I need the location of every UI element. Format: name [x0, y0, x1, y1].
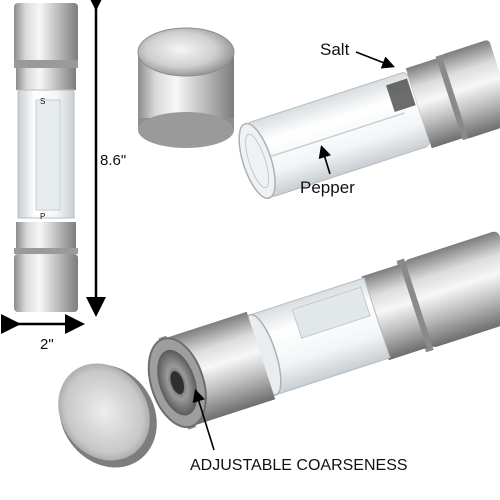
salt-arrow: [355, 51, 395, 69]
open-mill-mouth: [238, 122, 276, 199]
mill-bottom-cap: [14, 254, 78, 312]
mill-top-cap: [14, 3, 78, 63]
cap-top: [137, 27, 235, 77]
open-mill-window: [386, 78, 416, 112]
cap-bottom: [138, 112, 234, 148]
height-dimension: 8.6": [86, 0, 126, 317]
salt-callout: Salt: [320, 40, 395, 69]
open-mill: [238, 40, 500, 199]
cap: [137, 27, 235, 148]
mill-bottom-ring: [14, 248, 78, 254]
large-open-mill: [147, 231, 500, 430]
mill-top-ring: [14, 60, 78, 68]
pepper-mark: P: [40, 212, 45, 221]
open-mill-ring: [435, 54, 469, 141]
width-label: 2": [40, 336, 54, 353]
large-mill-collar: [361, 264, 427, 361]
large-mill-end-cap: [404, 231, 500, 347]
standing-mill: S P: [14, 3, 78, 312]
adjustable-coarseness-label: ADJUSTABLE COARSENESS: [190, 457, 408, 474]
open-mill-collar: [405, 57, 467, 149]
coarseness-arrow: [192, 388, 215, 451]
large-mill-divider: [291, 286, 371, 339]
salt-mark: S: [40, 97, 45, 106]
open-mill-mouth-inner: [245, 133, 270, 189]
pepper-arrow: [318, 144, 331, 175]
disc-lid-face: [58, 363, 150, 461]
open-mill-divider: [271, 112, 405, 157]
width-dimension: 2": [1, 314, 85, 353]
mill-lower-collar: [16, 222, 76, 248]
large-mill-ring-1: [396, 258, 434, 353]
mill-upper-collar: [16, 68, 76, 90]
height-label: 8.6": [100, 152, 126, 169]
pepper-callout: Pepper: [300, 144, 355, 197]
disc-lid: [58, 363, 157, 468]
coarseness-knob: [170, 371, 185, 395]
coarseness-callout: ADJUSTABLE COARSENESS: [190, 388, 408, 474]
pepper-label: Pepper: [300, 178, 355, 197]
salt-label: Salt: [320, 40, 350, 59]
mill-divider: [35, 99, 61, 211]
